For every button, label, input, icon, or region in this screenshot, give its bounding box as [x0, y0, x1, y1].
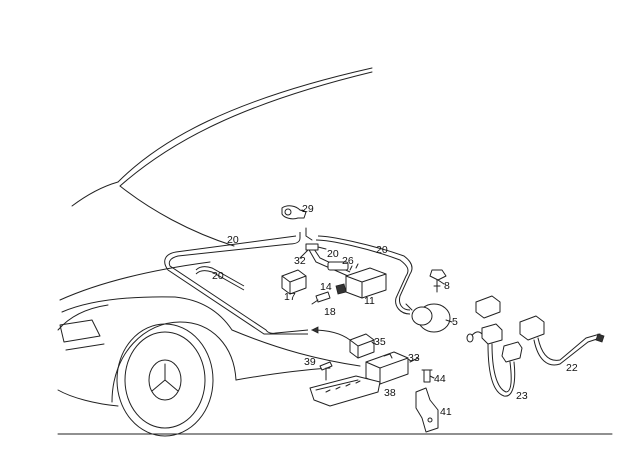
callout-41: 41 — [440, 406, 452, 418]
callout-44: 44 — [434, 373, 446, 385]
callout-35: 35 — [374, 336, 386, 348]
fastener-8 — [429, 269, 447, 293]
check-valve-26 — [327, 261, 349, 271]
wiring-harness-22 — [519, 315, 605, 366]
callout-39: 39 — [304, 356, 316, 368]
callout-labels: 29 20 20 20 20 32 26 8 14 17 11 18 5 35 … — [212, 203, 578, 418]
callout-38: 38 — [384, 387, 396, 399]
callout-18: 18 — [324, 306, 336, 318]
washer-pump-11 — [345, 263, 387, 299]
callout-32: 32 — [294, 255, 306, 267]
control-module-33 — [365, 351, 409, 385]
callout-14: 14 — [320, 281, 332, 293]
callout-26: 26 — [342, 255, 354, 267]
wiring-harness-23 — [466, 295, 523, 397]
callout-5: 5 — [452, 316, 458, 328]
callout-20-left: 20 — [212, 270, 224, 282]
callout-11: 11 — [364, 295, 375, 307]
callout-17: 17 — [284, 291, 296, 303]
washer-hose — [164, 227, 413, 335]
screw-39 — [319, 361, 333, 381]
washer-nozzle-29 — [281, 205, 307, 220]
clip-14 — [335, 283, 347, 295]
callout-8: 8 — [444, 280, 450, 292]
callout-20-top-left: 20 — [227, 234, 239, 246]
callout-20-right: 20 — [376, 244, 388, 256]
callout-23: 23 — [516, 390, 528, 402]
callout-29: 29 — [302, 203, 314, 215]
callout-33: 33 — [408, 352, 420, 364]
bracket-17 — [281, 269, 307, 295]
bracket-41 — [415, 387, 439, 433]
car-outline — [57, 67, 613, 437]
reservoir-5 — [405, 303, 451, 333]
hose-connector-32 — [305, 243, 327, 251]
callout-22: 22 — [566, 362, 578, 374]
switch-35 — [349, 333, 375, 359]
cover-38 — [309, 375, 381, 407]
callout-20-middle: 20 — [327, 248, 339, 260]
leader-lines — [299, 209, 453, 379]
screw-18 — [311, 291, 331, 305]
